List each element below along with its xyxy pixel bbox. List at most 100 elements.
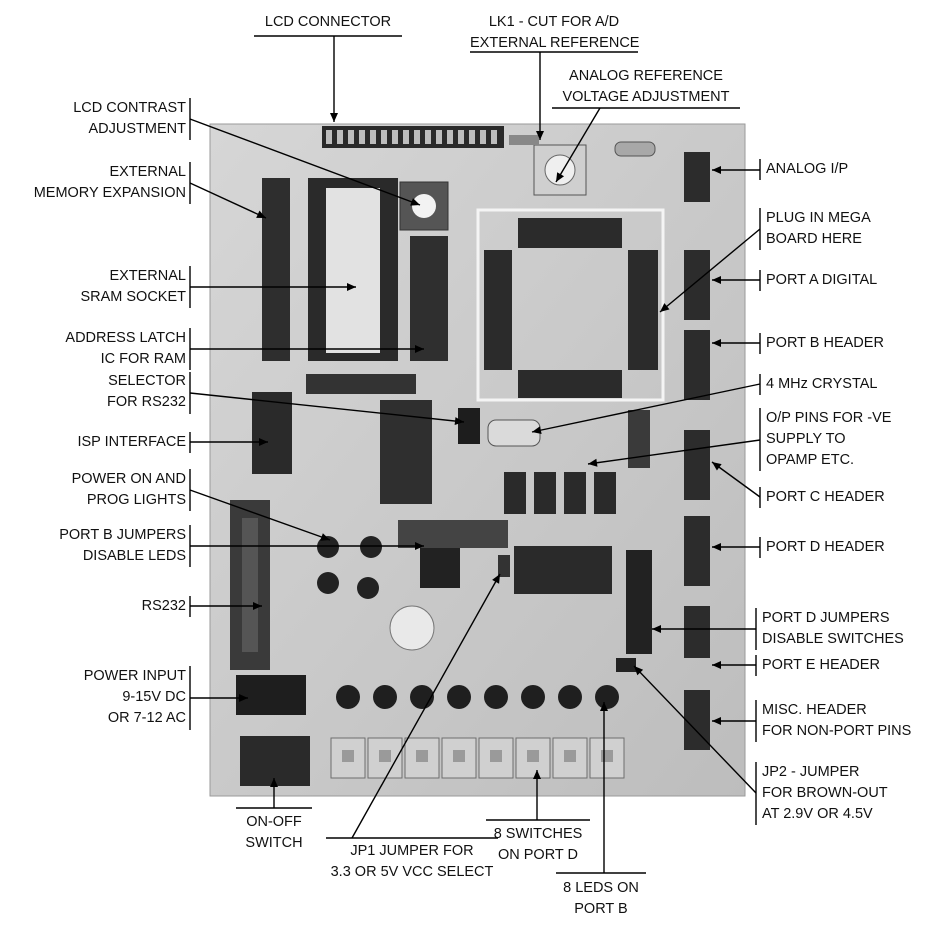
leader-line	[189, 182, 267, 219]
label-rs232: RS232	[141, 598, 186, 614]
leader-line	[555, 107, 601, 183]
big-pot	[389, 605, 435, 651]
leader-line	[189, 118, 421, 206]
portd-jumpers	[626, 550, 652, 654]
arrow-head	[410, 198, 420, 206]
label-portb-header: PORT B HEADER	[766, 335, 884, 351]
power-jack	[236, 675, 306, 715]
porte-header	[684, 606, 710, 658]
mega-header-bottom	[518, 370, 622, 398]
leader-line	[189, 489, 331, 541]
led-pb2	[521, 685, 545, 709]
led-driver-ic	[514, 546, 612, 594]
isp-header	[252, 392, 292, 474]
regulator	[398, 520, 508, 548]
leader-line	[633, 665, 757, 794]
arrow-head	[239, 694, 248, 702]
memory-expansion-header	[262, 178, 290, 361]
leader-line	[711, 461, 761, 498]
portd-header	[684, 516, 710, 586]
label-portd: PORT D HEADER	[766, 539, 885, 555]
arrow-head	[492, 574, 500, 584]
porta-header	[684, 250, 710, 320]
address-latch-ic	[410, 236, 448, 361]
mega-header-top	[518, 218, 622, 248]
crystal	[487, 419, 541, 447]
led-pb3	[484, 685, 508, 709]
mega-header-left	[484, 250, 512, 370]
leader-line	[587, 439, 761, 465]
mega-board-area	[476, 208, 665, 402]
arrow-head	[253, 602, 262, 610]
arrow-head	[712, 661, 721, 669]
arrow-head	[712, 717, 721, 725]
arrow-head	[259, 438, 268, 446]
arrow-head	[320, 533, 330, 541]
lk1-link	[509, 135, 539, 145]
label-analog-ip: ANALOG I/P	[766, 161, 849, 177]
arrow-head	[536, 131, 544, 140]
top-resistor	[614, 141, 656, 157]
leader-line	[659, 228, 761, 313]
arrow-head	[330, 113, 338, 122]
portc-header	[684, 430, 710, 500]
arrow-head	[588, 458, 598, 467]
jp1-jumper	[498, 555, 510, 577]
portb-header	[684, 330, 710, 400]
label-isp: ISP INTERFACE	[77, 434, 186, 450]
arrow-head	[712, 276, 721, 284]
arrow-head	[415, 345, 424, 353]
led-pb1	[558, 685, 582, 709]
arrow-head	[600, 702, 608, 711]
led-pb4	[447, 685, 471, 709]
arrow-head	[634, 666, 644, 676]
arrow-head	[415, 542, 424, 550]
label-crystal: 4 MHz CRYSTAL	[766, 376, 878, 392]
on-off-switch	[240, 736, 310, 786]
jp2-jumper	[616, 658, 636, 672]
arrow-head	[532, 426, 542, 435]
arrow-head	[256, 210, 266, 218]
arrow-head	[712, 339, 721, 347]
arrow-head	[270, 778, 278, 787]
arrow-head	[533, 770, 541, 779]
arrow-head	[652, 625, 661, 633]
arrow-head	[347, 283, 356, 291]
header-row	[306, 374, 416, 394]
label-lcd-connector: LCD CONNECTOR	[264, 14, 392, 30]
led-pb7	[336, 685, 360, 709]
label-porta: PORT A DIGITAL	[766, 272, 878, 288]
arrow-head	[712, 166, 721, 174]
arrow-head	[454, 417, 464, 426]
leader-line	[351, 573, 501, 839]
arrow-head	[712, 462, 722, 471]
analog-ip-header	[684, 152, 710, 202]
arrow-head	[660, 303, 670, 312]
aref-pot	[533, 144, 587, 196]
label-portc: PORT C HEADER	[766, 489, 885, 505]
rs232-selector	[458, 408, 480, 444]
leader-line	[189, 392, 465, 423]
arrow-head	[712, 543, 721, 551]
arrow-head	[556, 172, 565, 182]
mega-header-right	[628, 250, 658, 370]
